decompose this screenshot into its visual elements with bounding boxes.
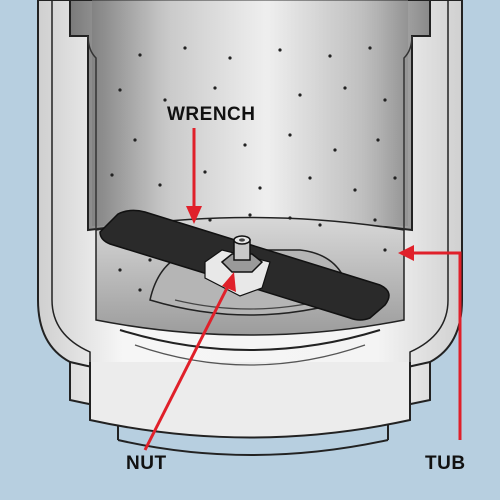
- hub-nut: [220, 235, 264, 273]
- wrench-label: WRENCH: [167, 104, 256, 125]
- wrench-arrowhead: [186, 206, 202, 224]
- tub-label: TUB: [425, 453, 466, 474]
- tub-arrowhead: [398, 245, 414, 261]
- nut-arrowhead: [222, 272, 236, 292]
- callout-arrows: [143, 128, 462, 451]
- drum-perforations: [110, 46, 397, 222]
- nut-label: NUT: [126, 453, 167, 474]
